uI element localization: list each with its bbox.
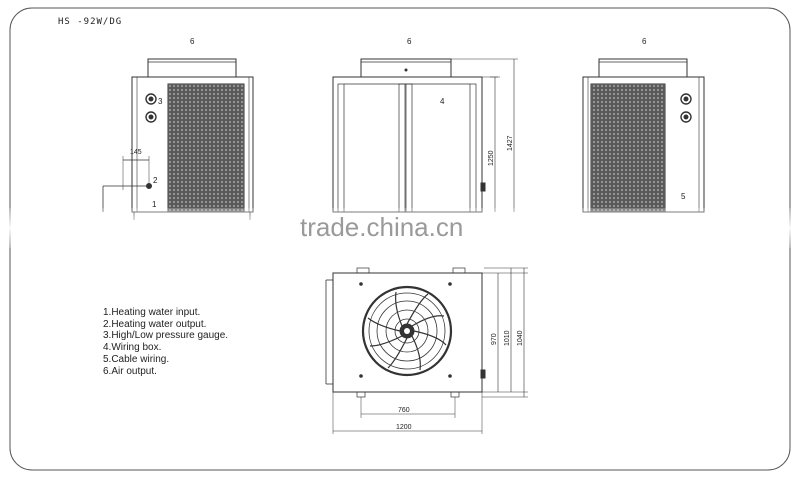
legend-item: 1.Heating water input.: [103, 307, 201, 318]
callout-cable: 5: [681, 192, 686, 201]
center-cabinet: [332, 76, 483, 213]
callout-gauge: 3: [158, 97, 163, 106]
gauge-icon: [145, 111, 157, 123]
fan-icon: [361, 285, 453, 377]
legend-item: 6.Air output.: [103, 365, 157, 377]
dim-width-inner: 760: [398, 407, 410, 414]
callout-right-top: 6: [642, 37, 647, 46]
callout-input: 1: [152, 200, 157, 209]
model-title: HS -92W/DG: [58, 17, 123, 27]
gauge-icon: [145, 93, 157, 105]
dim-pipe-offset: 145: [130, 149, 142, 156]
callout-center-top: 6: [407, 37, 412, 46]
dim-depth-outer: 1040: [517, 330, 524, 346]
legend-item: 4.Wiring box.: [103, 342, 162, 354]
dim-width-outer: 1200: [396, 424, 412, 431]
watermark-band: [0, 208, 800, 248]
legend-item: 3.High/Low pressure gauge.: [103, 330, 229, 342]
legend: 1.Heating water input. 2.Heating water o…: [103, 307, 228, 377]
legend-item: 2.Heating water output.: [103, 318, 207, 330]
right-side-view: [582, 58, 705, 213]
top-plan-view: [325, 267, 528, 434]
center-back-view: [332, 58, 518, 213]
dim-height-body: 1250: [488, 150, 495, 166]
callout-wiring-box: 4: [440, 97, 445, 106]
callout-output: 2: [153, 176, 158, 185]
legend-item: 5.Cable wiring.: [103, 353, 170, 365]
gauge-icon: [680, 111, 692, 123]
dim-depth-inner: 970: [491, 333, 498, 345]
plan-cabinet: [332, 272, 483, 393]
watermark-text: trade.china.cn: [300, 212, 464, 242]
callout-left-top: 6: [190, 37, 195, 46]
dim-height-total: 1427: [507, 135, 514, 151]
gauge-icon: [680, 93, 692, 105]
dim-depth-mid: 1010: [504, 330, 511, 346]
left-side-view: [102, 58, 254, 220]
